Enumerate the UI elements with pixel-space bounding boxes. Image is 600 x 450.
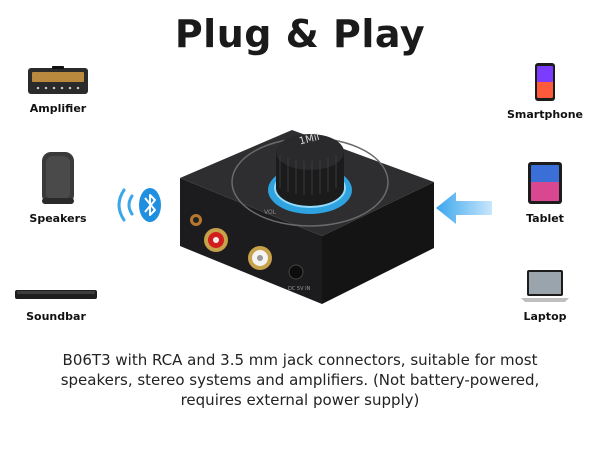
device-tablet: Tablet: [500, 160, 590, 225]
soundbar-icon: [15, 290, 97, 299]
device-label: Amplifier: [29, 102, 87, 115]
brand-mark: 1Mii: [298, 132, 321, 148]
knob-label: VOL: [264, 209, 277, 216]
page-title: Plug & Play: [174, 12, 426, 56]
device-label: Laptop: [523, 310, 567, 323]
device-speakers: Speakers: [20, 150, 96, 225]
port-label: DC 5V IN: [288, 286, 311, 292]
device-label: Tablet: [526, 212, 564, 225]
device-label: Speakers: [29, 212, 87, 225]
product-receiver: 1Mii VOL DC 5V IN: [180, 130, 434, 304]
tablet-icon: [528, 162, 562, 204]
smartphone-icon: [535, 63, 555, 101]
product-caption: B06T3 with RCA and 3.5 mm jack connector…: [60, 351, 540, 409]
laptop-icon: [521, 270, 569, 302]
device-amplifier: Amplifier: [20, 66, 96, 115]
amplifier-icon: [28, 66, 88, 94]
device-label: Smartphone: [506, 108, 584, 121]
device-soundbar: Soundbar: [8, 284, 104, 323]
device-smartphone: Smartphone: [500, 62, 590, 121]
bluetooth-icon: [117, 188, 161, 222]
device-label: Soundbar: [26, 310, 86, 323]
speaker-icon: [42, 152, 74, 204]
device-laptop: Laptop: [500, 268, 590, 323]
arrow-icon: [436, 192, 492, 224]
